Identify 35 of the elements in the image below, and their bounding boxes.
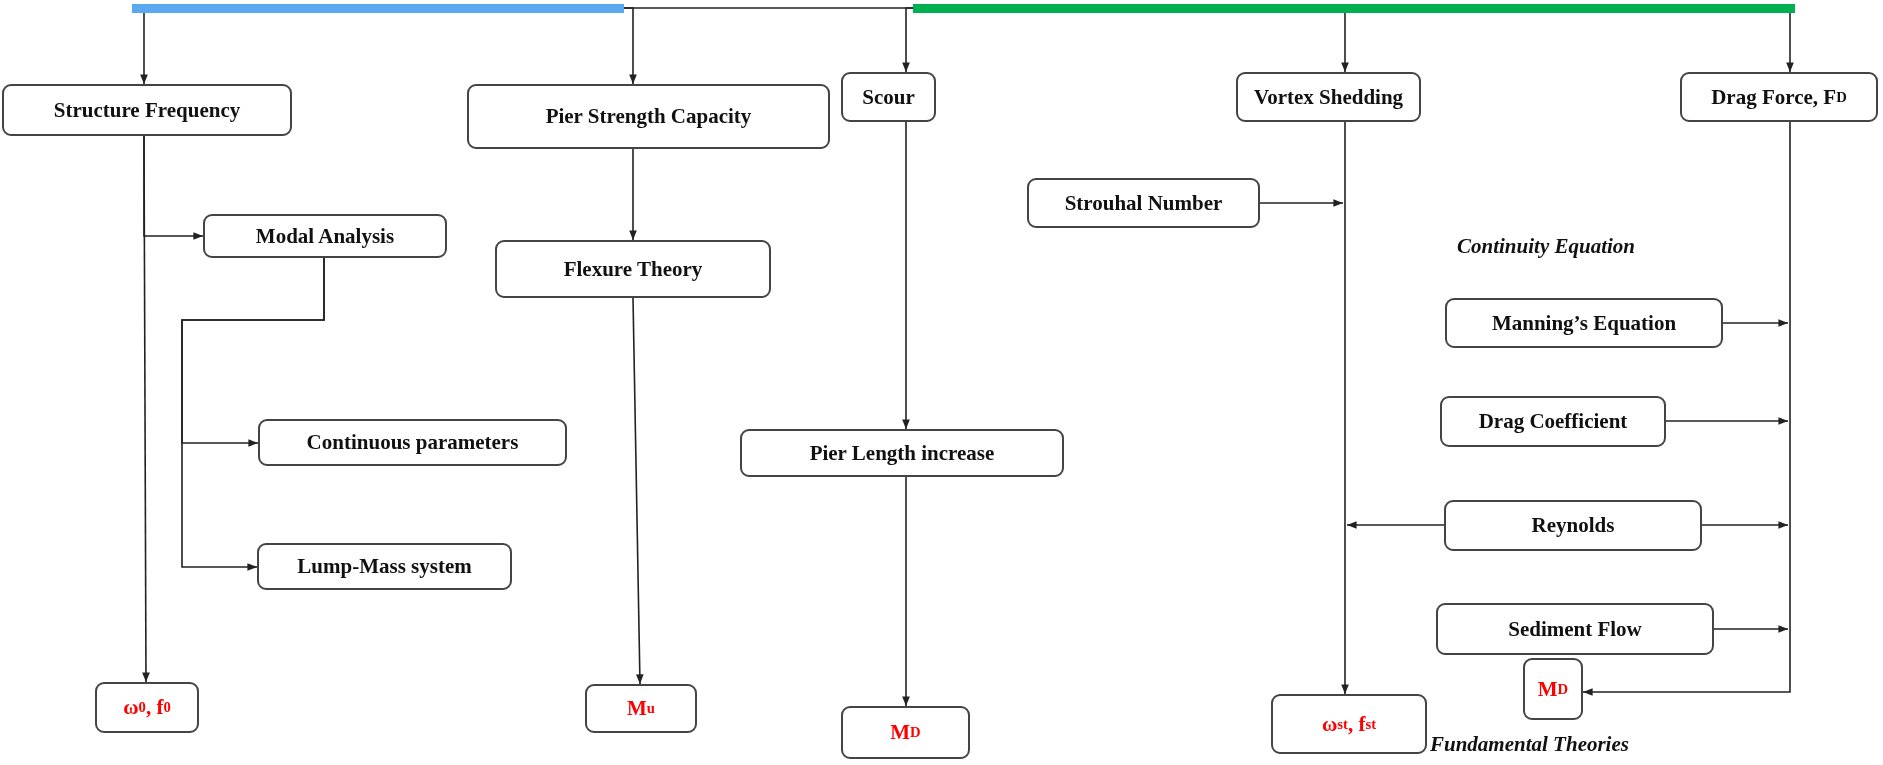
arrow [181, 257, 325, 571]
arrow [1722, 319, 1789, 327]
process-box: Drag Coefficient [1440, 396, 1666, 447]
process-box: Pier Strength Capacity [467, 84, 830, 149]
arrow [902, 121, 910, 430]
process-box: Flexure Theory [495, 240, 771, 298]
process-box: Vortex Shedding [1236, 72, 1421, 122]
arrow [1582, 121, 1791, 696]
arrow [632, 297, 644, 685]
arrow [1341, 121, 1349, 695]
arrow [1259, 199, 1344, 207]
arrow [623, 7, 637, 85]
process-box: Continuous parameters [258, 419, 567, 466]
arrow [1713, 625, 1789, 633]
arrow [1665, 417, 1789, 425]
arrow [1346, 521, 1445, 529]
process-box: Lump-Mass system [257, 543, 512, 590]
process-box: Scour [841, 72, 936, 122]
arrow [902, 7, 914, 73]
arrow [1701, 521, 1789, 529]
arrow [140, 12, 148, 85]
arrow [1786, 12, 1794, 73]
note-label: Continuity Equation [1457, 234, 1635, 259]
process-box: Strouhal Number [1027, 178, 1260, 228]
arrow [629, 148, 637, 241]
process-box: Pier Length increase [740, 429, 1064, 477]
process-box: Reynolds [1444, 500, 1702, 551]
process-box: Modal Analysis [203, 214, 447, 258]
process-box: Sediment Flow [1436, 603, 1714, 655]
process-box: Structure Frequency [2, 84, 292, 136]
note-label: Fundamental Theories [1430, 732, 1629, 757]
arrow [143, 135, 204, 240]
arrow [902, 476, 910, 707]
arrow [1341, 12, 1349, 73]
process-box: Manning’s Equation [1445, 298, 1723, 348]
